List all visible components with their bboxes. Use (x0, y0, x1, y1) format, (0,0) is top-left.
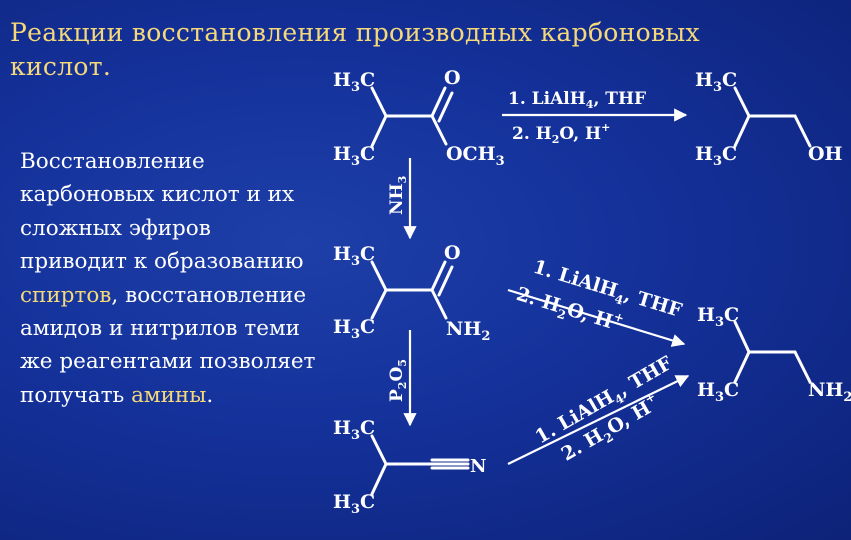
label-h3c-ester-bottom: H3C (333, 143, 375, 169)
arrow-nitrile-to-amine (507, 375, 690, 465)
label-h3c-amine-top: H3C (697, 304, 739, 330)
reagent-p2o5: P2O5 (387, 359, 409, 402)
reagent-step2-ester: 2. H2O, H+ (512, 121, 610, 146)
label-h3c-amide-bottom: H3C (333, 316, 375, 342)
label-h3c-ester-top: H3C (333, 69, 375, 95)
label-n-nitrile: N (470, 456, 486, 477)
label-h3c-amine-bottom: H3C (697, 379, 739, 405)
reagent-nh3: NH3 (387, 176, 409, 215)
label-h3c-nitrile-top: H3C (333, 417, 375, 443)
highlight-alcohols: спиртов (20, 282, 112, 308)
arrow-amide-to-amine (507, 288, 686, 347)
body-text-part2: , восстановление амидов и нитрилов теми … (20, 282, 316, 408)
label-o-ester: O (444, 67, 461, 89)
body-text-part3: . (206, 382, 214, 408)
label-h3c-alcohol-bottom: H3C (695, 143, 737, 169)
highlight-amines: амины (131, 382, 207, 408)
label-nh2-amine: NH2 (808, 379, 851, 405)
label-nh2-amide: NH2 (446, 318, 490, 344)
label-o-amide: O (444, 242, 461, 264)
reagent-step1-ester: 1. LiAlH4, THF (508, 89, 646, 111)
nitrile-bonds (370, 434, 470, 496)
alcohol-bonds (733, 86, 812, 148)
label-och3-ester: OCH3 (446, 143, 505, 169)
label-oh-alcohol: OH (808, 143, 843, 165)
label-h3c-nitrile-bottom: H3C (333, 491, 375, 517)
ester-bonds (370, 86, 454, 148)
slide-body-text: Восстановление карбоновых кислот и их сл… (20, 145, 320, 412)
label-h3c-alcohol-top: H3C (695, 69, 737, 95)
label-h3c-amide-top: H3C (333, 243, 375, 269)
amide-bonds (370, 260, 454, 320)
amine-bonds (733, 320, 812, 384)
body-text-part1: Восстановление карбоновых кислот и их сл… (20, 149, 304, 275)
slide-title: Реакции восстановления производных карбо… (10, 18, 700, 81)
